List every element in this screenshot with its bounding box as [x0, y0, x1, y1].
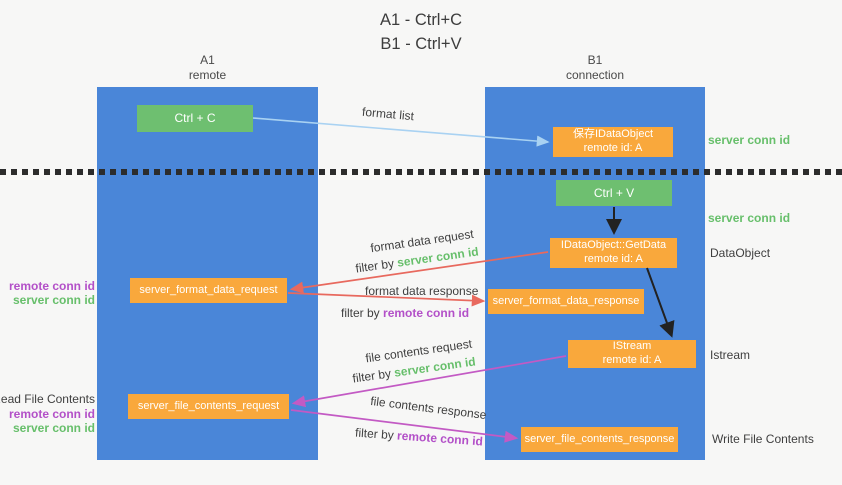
label-filter-by-remote-2: filter by remote conn id [355, 426, 484, 449]
column-header-b1: B1 connection [485, 53, 705, 83]
label-remote-conn-id-left-2: remote conn id [8, 407, 95, 421]
box-save-idataobject: 保存IDataObject remote id: A [553, 127, 673, 157]
box-istream-line2: remote id: A [602, 354, 662, 366]
label-format-list: format list [361, 104, 415, 124]
filter-by-text: filter by [354, 425, 395, 443]
title-line-1: A1 - Ctrl+C [379, 11, 463, 29]
label-read-file-contents: Read File Contents [0, 392, 95, 406]
box-istream: IStream remote id: A [568, 340, 696, 368]
remote-conn-id-text: remote conn id [383, 306, 470, 320]
box-server-format-data-response: server_format_data_response [488, 289, 644, 314]
label-format-data-response: format data response [365, 284, 479, 298]
diagram-title: A1 - Ctrl+C B1 - Ctrl+V [0, 9, 842, 57]
column-header-a1: A1 remote [97, 53, 318, 83]
label-dataobject: DataObject [710, 246, 771, 260]
remote-conn-id-text: remote conn id [396, 428, 484, 449]
filter-by-text: filter by [351, 366, 392, 386]
column-b1-id: B1 [587, 53, 603, 67]
box-idataobject-getdata: IDataObject::GetData remote id: A [550, 238, 677, 268]
column-a1-subtitle: remote [188, 68, 227, 82]
dashed-separator [0, 169, 842, 175]
label-istream: Istream [710, 348, 751, 362]
label-server-conn-id-top-right: server conn id [708, 133, 791, 147]
column-b1-subtitle: connection [565, 68, 625, 82]
title-line-2: B1 - Ctrl+V [380, 34, 462, 53]
box-save-idataobject-line1: 保存IDataObject [572, 128, 654, 141]
box-idataobject-getdata-line1: IDataObject::GetData [560, 239, 667, 252]
label-write-file-contents: Write File Contents [712, 432, 814, 446]
box-server-file-contents-response: server_file_contents_response [521, 427, 678, 452]
filter-by-text: filter by [341, 306, 380, 320]
box-server-file-contents-request: server_file_contents_request [128, 394, 289, 419]
box-istream-line1: IStream [612, 340, 652, 353]
box-server-format-data-request: server_format_data_request [130, 278, 287, 303]
box-idataobject-getdata-line2: remote id: A [584, 253, 643, 265]
box-save-idataobject-line2: remote id: A [583, 142, 643, 154]
label-server-conn-id-left-1: server conn id [12, 293, 95, 307]
label-filter-by-remote-1: filter by remote conn id [341, 306, 469, 320]
filter-by-text: filter by [354, 256, 395, 276]
label-server-conn-id-left-2: server conn id [12, 421, 95, 435]
label-remote-conn-id-left-1: remote conn id [8, 279, 95, 293]
box-ctrl-c: Ctrl + C [137, 105, 253, 132]
label-file-contents-response: file contents response [369, 393, 488, 423]
box-ctrl-v: Ctrl + V [556, 180, 672, 206]
column-a1-id: A1 [200, 53, 215, 67]
label-server-conn-id-mid-right: server conn id [708, 211, 791, 225]
